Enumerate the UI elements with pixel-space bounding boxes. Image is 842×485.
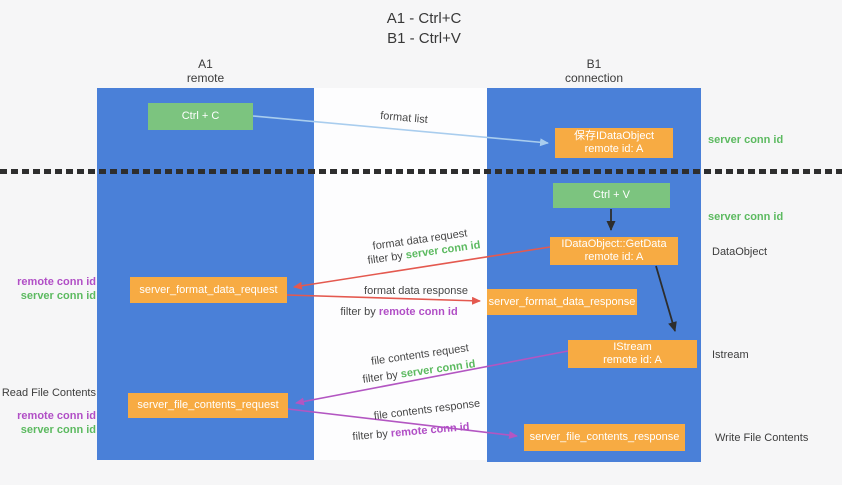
node-server-format-data-request: server_format_data_request — [130, 277, 287, 303]
node-idataobject-getdata-line1: IDataObject::GetData — [561, 238, 667, 250]
annotation-server-conn-id-mid: server conn id — [708, 211, 784, 223]
annotation-server-conn-id-lower: server conn id — [20, 424, 96, 436]
node-save-idataobject-line2: remote id: A — [584, 143, 644, 155]
title-line-1: A1 - Ctrl+C — [386, 10, 462, 27]
annotation-remote-conn-id-lower: remote conn id — [17, 410, 96, 422]
title-line-2: B1 - Ctrl+V — [387, 30, 461, 47]
edge-label-format-data-response: format data response — [364, 285, 468, 297]
arrow-file-contents-request — [295, 350, 569, 406]
node-server-format-data-response: server_format_data_response — [487, 289, 637, 315]
node-idataobject-getdata-line2: remote id: A — [584, 251, 644, 263]
node-ctrl-v-label: Ctrl + V — [593, 189, 630, 201]
page-title: A1 - Ctrl+C B1 - Ctrl+V — [0, 9, 842, 49]
arrow-format-list — [252, 115, 549, 147]
annotation-write-file-contents: Write File Contents — [715, 432, 809, 444]
edge-label-format-data-response-filter: filter by remote conn id — [340, 306, 457, 318]
node-ctrl-v: Ctrl + V — [553, 183, 670, 208]
arrow-getdata-to-istream — [655, 265, 677, 332]
node-ctrl-c-label: Ctrl + C — [181, 110, 220, 122]
node-istream: IStream remote id: A — [568, 340, 697, 368]
node-istream-line2: remote id: A — [603, 354, 662, 366]
node-server-format-data-response-label: server_format_data_response — [488, 295, 636, 308]
lane-a1-role: remote — [186, 71, 225, 85]
node-server-file-contents-request-label: server_file_contents_request — [137, 399, 279, 411]
lane-b1-role: connection — [564, 71, 624, 85]
node-server-file-contents-request: server_file_contents_request — [128, 393, 288, 418]
arrow-format-data-response — [286, 294, 481, 305]
annotation-istream: Istream — [712, 349, 749, 361]
node-save-idataobject: 保存IDataObject remote id: A — [555, 128, 673, 158]
lane-b1-name: B1 — [586, 57, 602, 71]
arrow-file-contents-response — [287, 408, 518, 440]
node-idataobject-getdata: IDataObject::GetData remote id: A — [550, 237, 678, 265]
filter-by-text: filter by — [340, 306, 376, 318]
node-server-file-contents-response-label: server_file_contents_response — [529, 431, 680, 443]
node-istream-line1: IStream — [613, 341, 652, 353]
annotation-remote-conn-id-upper: remote conn id — [17, 276, 96, 288]
center-gap-band — [314, 88, 487, 460]
node-server-file-contents-response: server_file_contents_response — [524, 424, 685, 451]
node-save-idataobject-line1: 保存IDataObject — [573, 130, 655, 142]
lane-header-b1: B1 connection — [487, 57, 701, 85]
node-server-format-data-request-label: server_format_data_request — [139, 283, 278, 296]
arrow-format-data-request — [293, 246, 551, 290]
annotation-server-conn-id-top: server conn id — [708, 134, 784, 146]
annotation-read-file-contents: Read File Contents — [1, 387, 96, 399]
annotation-server-conn-id-upper: server conn id — [20, 290, 96, 302]
machine-separator-dotted-line — [0, 169, 842, 174]
remote-conn-id-text: remote conn id — [378, 306, 458, 318]
lane-header-a1: A1 remote — [97, 57, 314, 85]
lane-a1-name: A1 — [198, 57, 213, 71]
annotation-dataobject: DataObject — [712, 246, 768, 258]
node-ctrl-c: Ctrl + C — [148, 103, 253, 130]
